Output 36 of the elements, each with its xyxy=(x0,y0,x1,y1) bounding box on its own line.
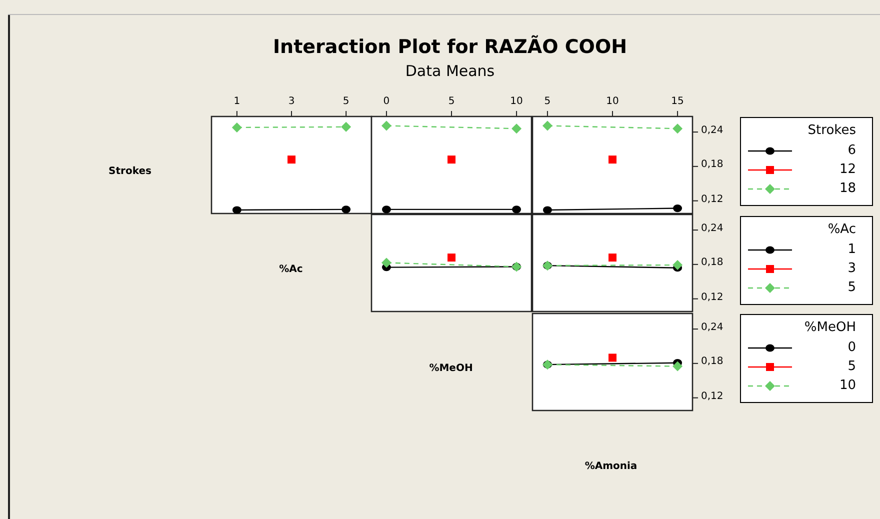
tick-label: 0,18 xyxy=(701,257,724,268)
tick-label: 0,18 xyxy=(701,356,724,368)
legend-label: 12 xyxy=(839,162,856,177)
factor-label: %MeOH xyxy=(429,363,473,374)
tick-label: 0,18 xyxy=(701,159,724,170)
legend-label: 6 xyxy=(848,143,856,158)
legend-label: 18 xyxy=(839,181,856,196)
legend-label: 5 xyxy=(848,359,856,374)
factor-label: %Ac xyxy=(279,264,303,275)
legend-title: Strokes xyxy=(808,123,856,138)
factor-label: %Amonia xyxy=(584,461,638,472)
legend-title: %Ac xyxy=(828,222,856,237)
tick-label: 0 xyxy=(383,96,390,107)
tick-label: 15 xyxy=(671,96,684,107)
tick-label: 0,24 xyxy=(701,223,724,234)
tick-label: 0,12 xyxy=(701,194,724,205)
factor-label: Strokes xyxy=(108,166,152,177)
chart-subtitle: Data Means xyxy=(404,62,496,80)
legend-label: 3 xyxy=(848,261,856,276)
tick-label: 0,12 xyxy=(701,390,724,402)
tick-label: 0,12 xyxy=(701,292,724,303)
tick-label: 1 xyxy=(234,96,240,107)
tick-label: 10 xyxy=(606,96,619,107)
tick-label: 3 xyxy=(288,96,295,107)
legend-title: %MeOH xyxy=(804,320,856,335)
legend-label: 0 xyxy=(848,340,856,355)
tick-label: 5 xyxy=(342,96,350,107)
tick-label: 0,24 xyxy=(701,322,724,334)
tick-label: 5 xyxy=(448,96,455,107)
tick-label: 5 xyxy=(544,96,551,107)
legend-label: 1 xyxy=(848,242,856,257)
tick-label: 10 xyxy=(510,96,523,107)
tick-label: 0,24 xyxy=(701,125,724,136)
legend-label: 5 xyxy=(848,280,856,295)
legend-label: 10 xyxy=(839,378,856,393)
chart-title: Interaction Plot for RAZÃO COOH xyxy=(272,36,628,58)
